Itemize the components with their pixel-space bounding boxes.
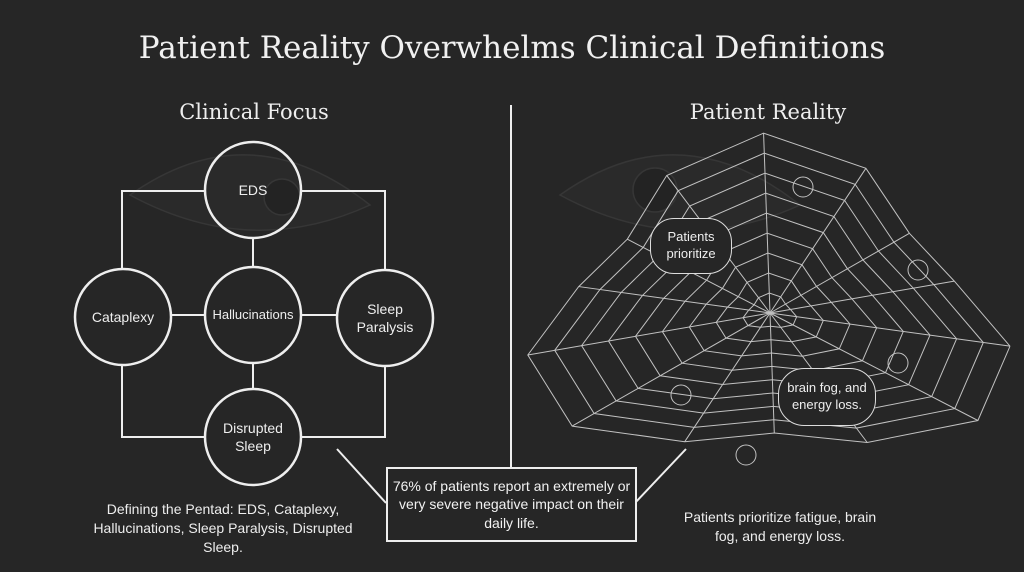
web-strand	[578, 286, 771, 314]
web-knot	[670, 384, 692, 406]
web-strand	[769, 312, 1011, 347]
web-knot	[792, 176, 814, 198]
clinical-focus-heading: Clinical Focus	[179, 100, 329, 124]
node-hallucinations: Hallucinations	[212, 306, 294, 322]
node-disrupted-sleep: Disrupted Sleep	[223, 419, 283, 454]
web-knot	[735, 444, 757, 466]
web-ring	[527, 132, 1011, 444]
web-strand	[527, 312, 771, 356]
web-strand	[769, 312, 979, 421]
node-cataplexy: Cataplexy	[91, 308, 155, 325]
web-ring	[742, 292, 798, 328]
web-strand	[769, 232, 910, 314]
web-strand	[571, 312, 771, 427]
impact-stat-box: 76% of patients report an extremely or v…	[386, 467, 637, 542]
pentad-connectors	[121, 105, 687, 504]
web-knot	[907, 259, 929, 281]
pentad-caption: Defining the Pentad: EDS, Cataplexy, Hal…	[93, 501, 353, 555]
node-sleep-paralysis: Sleep Paralysis	[356, 300, 414, 335]
web-strand	[769, 280, 955, 314]
web-strand	[763, 133, 771, 314]
web-ring	[688, 252, 851, 357]
web-strand	[769, 312, 775, 434]
bubble-patients-prioritize: Patients prioritize	[650, 218, 732, 274]
slide-title: Patient Reality Overwhelms Clinical Defi…	[138, 30, 886, 66]
web-knot	[887, 352, 909, 374]
web-strand	[769, 168, 867, 314]
patient-caption: Patients prioritize fatigue, brain fog, …	[683, 509, 877, 544]
patient-reality-heading: Patient Reality	[689, 100, 847, 124]
bubble-brain-fog: brain fog, and energy loss.	[778, 368, 876, 426]
node-eds: EDS	[238, 181, 268, 198]
web-ring	[715, 272, 824, 343]
pentad-circles	[73, 140, 435, 487]
web-strand	[684, 312, 771, 442]
